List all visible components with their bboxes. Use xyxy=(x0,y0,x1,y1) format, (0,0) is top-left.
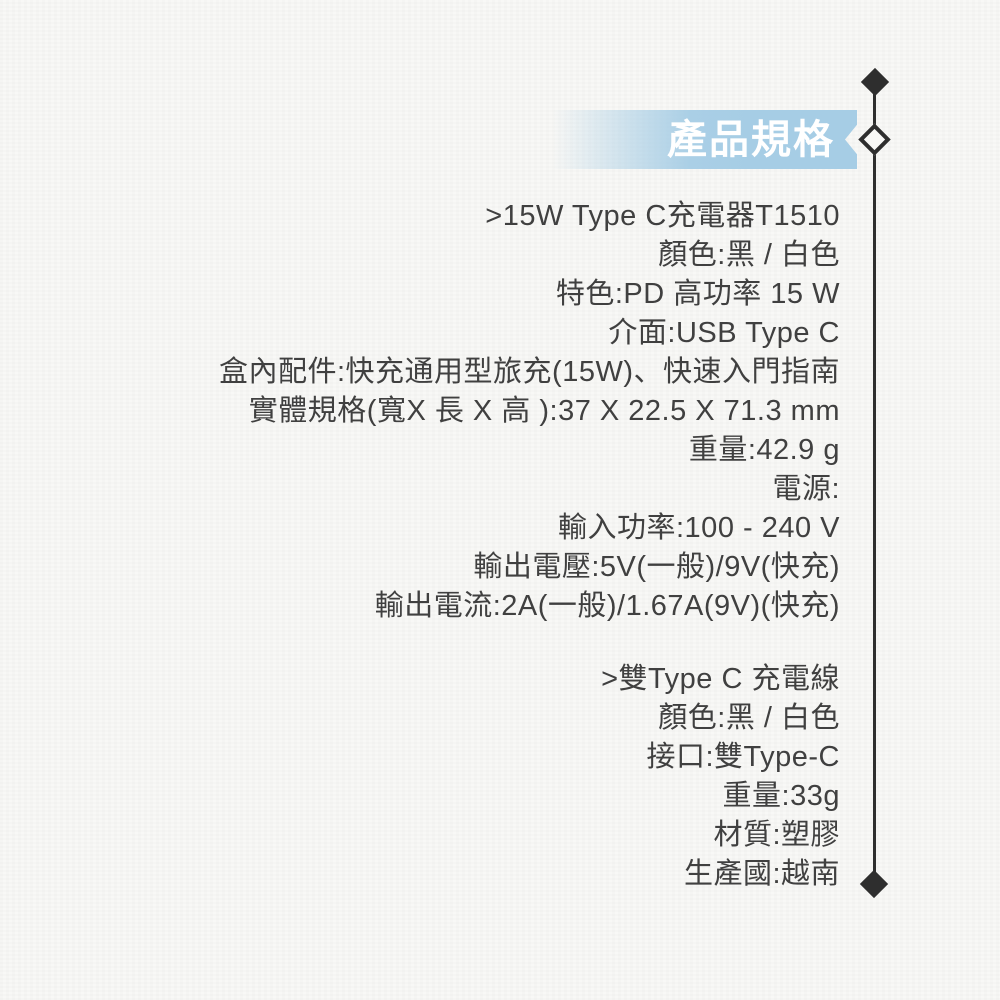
charger-spec-accessories: 盒內配件:快充通用型旅充(15W)、快速入門指南 xyxy=(218,356,840,388)
cable-spec-connector: 接口:雙Type-C xyxy=(646,741,840,773)
charger-spec-interface: 介面:USB Type C xyxy=(608,317,840,349)
cable-spec-material: 材質:塑膠 xyxy=(713,819,840,851)
section-header-banner: 產品規格 xyxy=(552,110,857,169)
cable-spec-weight: 重量:33g xyxy=(722,780,840,812)
page-title: 產品規格 xyxy=(667,117,835,162)
charger-spec-color: 顏色:黑 / 白色 xyxy=(658,239,840,271)
timeline-top-diamond-icon xyxy=(860,67,890,97)
timeline-line xyxy=(873,82,876,884)
charger-spec-input-power: 輸入功率:100 - 240 V xyxy=(558,512,840,544)
charger-spec-dimensions: 實體規格(寬X 長 X 高 ):37 X 22.5 X 71.3 mm xyxy=(248,395,840,427)
timeline-header-diamond-icon xyxy=(858,123,891,156)
charger-spec-output-volt: 輸出電壓:5V(一般)/9V(快充) xyxy=(473,551,840,583)
cable-spec-origin: 生產國:越南 xyxy=(683,858,840,890)
charger-spec-feature: 特色:PD 高功率 15 W xyxy=(555,278,840,310)
timeline-bottom-diamond-icon xyxy=(859,869,889,899)
charger-spec-output-curr: 輸出電流:2A(一般)/1.67A(9V)(快充) xyxy=(374,590,840,622)
cable-spec-title: >雙Type C 充電線 xyxy=(601,663,840,695)
charger-spec-weight: 重量:42.9 g xyxy=(688,434,840,466)
charger-spec-power-header: 電源: xyxy=(772,473,840,505)
charger-spec-list: >15W Type C充電器T1510 顏色:黑 / 白色 特色:PD 高功率 … xyxy=(60,197,840,626)
charger-spec-title: >15W Type C充電器T1510 xyxy=(485,200,840,232)
cable-spec-color: 顏色:黑 / 白色 xyxy=(658,702,840,734)
cable-spec-list: >雙Type C 充電線 顏色:黑 / 白色 接口:雙Type-C 重量:33g… xyxy=(60,660,840,894)
